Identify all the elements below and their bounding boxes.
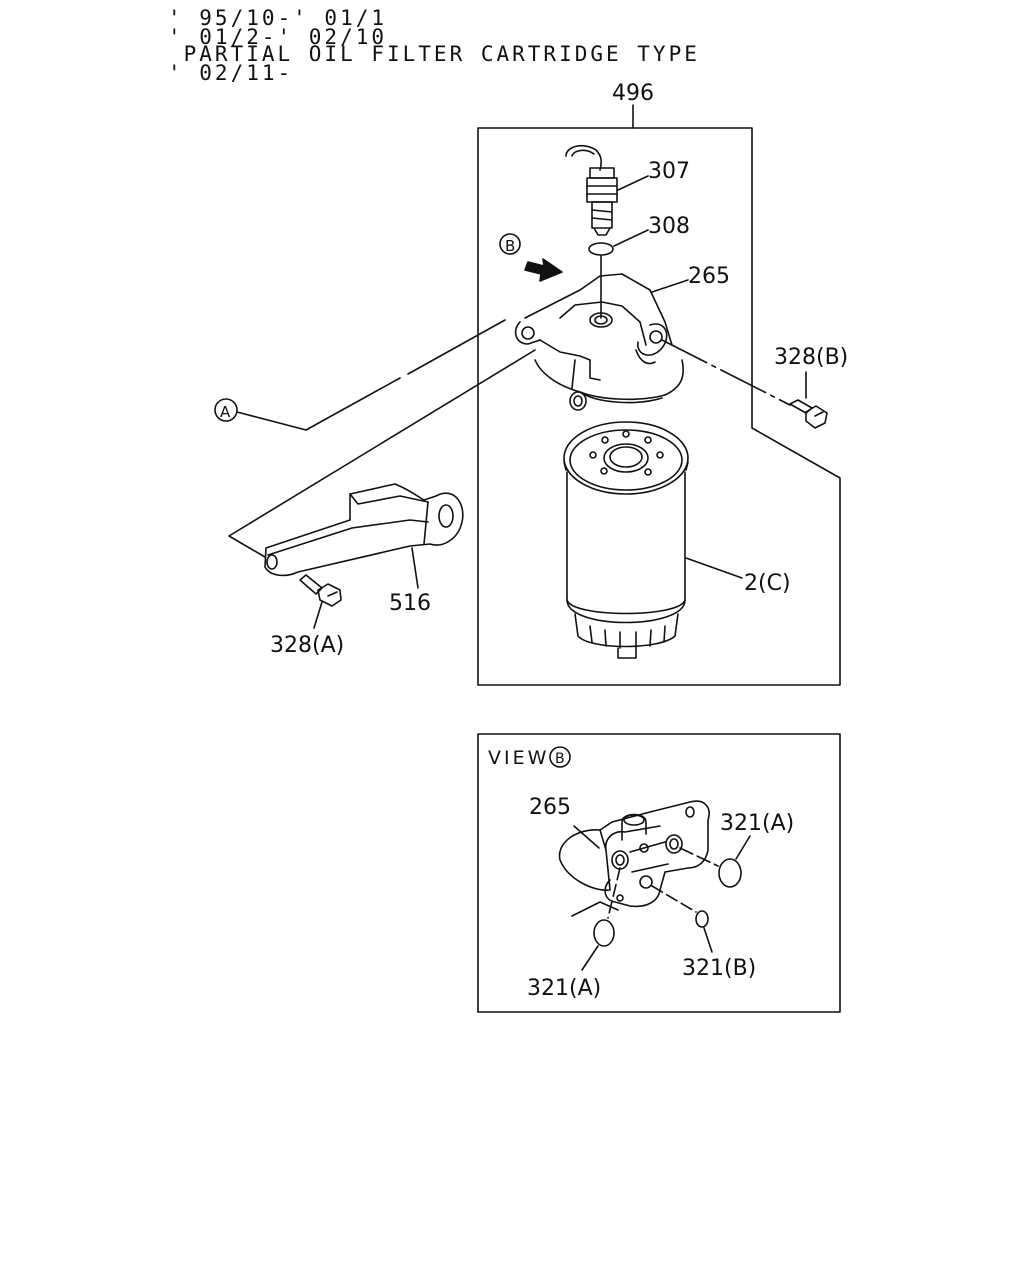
sensor-307-drawing — [565, 144, 618, 236]
label-308: 308 — [648, 214, 690, 239]
view-b-marker-letter: B — [555, 751, 565, 767]
bolt-328a-drawing — [299, 574, 342, 607]
label-265: 265 — [688, 264, 730, 289]
ref-a-leader — [236, 319, 506, 431]
leader-308 — [613, 229, 649, 247]
bracket-ref-line — [228, 349, 536, 558]
leader-vb-321a-top — [735, 835, 751, 860]
view-b-label-321a-top: 321(A) — [720, 811, 794, 836]
leader-vb-321b — [703, 927, 713, 953]
view-b-centerline-top — [679, 847, 719, 867]
ref-b-circle — [499, 233, 521, 255]
label-496: 496 — [612, 81, 654, 106]
leader-307 — [617, 175, 649, 191]
view-b-label-321b: 321(B) — [682, 956, 756, 981]
assembly-boundary — [477, 127, 841, 686]
view-arrow — [524, 258, 563, 282]
ref-a-circle — [214, 398, 238, 422]
leader-2c — [685, 557, 743, 579]
view-b-oring-321a-bottom — [593, 919, 615, 947]
leader-vb-321a-bottom — [581, 945, 599, 971]
leader-vb-265 — [573, 825, 600, 849]
header-line-3: PARTIAL OIL FILTER CARTRIDGE TYPE — [168, 42, 700, 66]
filter-head-265-drawing — [514, 273, 684, 411]
label-328b: 328(B) — [774, 345, 848, 370]
view-b-centerline-bottom — [607, 867, 621, 919]
header-line-1: ' 95/10-' 01/1 — [168, 6, 388, 30]
view-b-title: VIEW — [488, 747, 549, 769]
view-b-label-321a-bottom: 321(A) — [527, 976, 601, 1001]
cartridge-2c-drawing — [563, 421, 689, 659]
bracket-516-drawing — [264, 483, 464, 577]
header-line-2: ' 01/2-' 02/10 — [168, 25, 388, 49]
header-line-4: ' 02/11- — [168, 61, 294, 85]
view-b-label-265: 265 — [529, 795, 571, 820]
centerline-bolt-b — [661, 339, 791, 406]
leader-265 — [651, 279, 689, 293]
label-328a: 328(A) — [270, 633, 344, 658]
ref-a-letter: A — [220, 403, 231, 421]
view-b-oring-321a-top — [718, 858, 742, 888]
view-b-head-drawing — [558, 800, 710, 917]
ref-b-letter: B — [505, 237, 515, 255]
oring-308-drawing — [588, 242, 614, 256]
bolt-328b-drawing — [789, 399, 828, 429]
view-b-box — [477, 733, 841, 1013]
leader-516 — [411, 547, 419, 589]
label-516: 516 — [389, 591, 431, 616]
label-2c: 2(C) — [744, 571, 791, 596]
view-b-marker-circle — [549, 746, 571, 768]
label-307: 307 — [648, 159, 690, 184]
leader-328a — [313, 601, 323, 629]
view-b-oring-321b — [695, 910, 709, 928]
view-b-centerline-321b — [651, 885, 697, 913]
